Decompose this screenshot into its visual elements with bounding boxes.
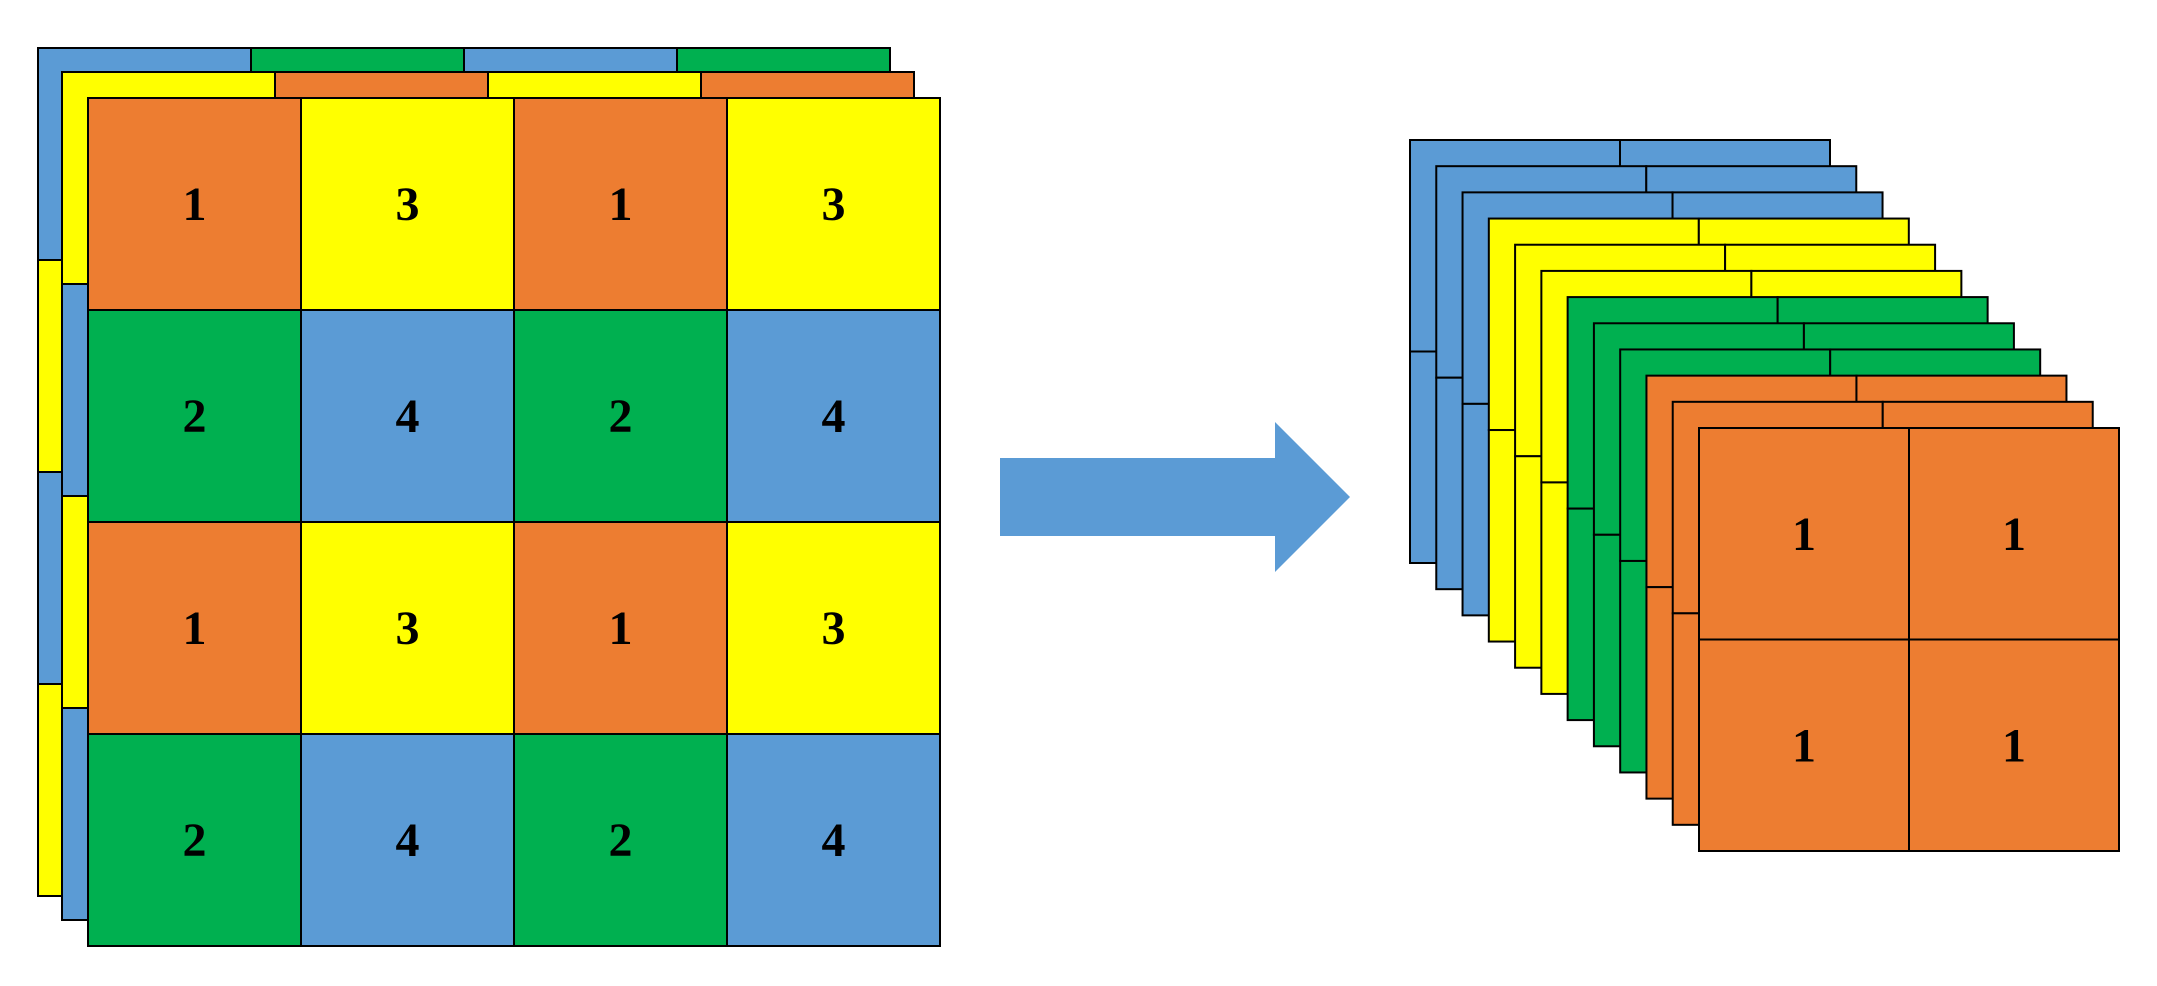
input-feature-map-stack: 1 3 1 3 2 4 2 4 1 3 1 3 2 4 2 4	[37, 47, 941, 947]
output-cell-label: 1	[2002, 719, 2026, 772]
output-channel-stack: 1 1 1 1	[1409, 139, 2120, 852]
input-cell	[726, 97, 941, 311]
output-cell	[1908, 427, 2120, 641]
input-cell-label: 3	[396, 602, 420, 655]
output-cell-label: 1	[2002, 508, 2026, 561]
input-cell-label: 1	[183, 602, 207, 655]
input-cell-label: 2	[609, 814, 633, 867]
input-cell	[300, 521, 515, 735]
arrow-shape	[1000, 422, 1350, 572]
output-front-channel: 1 1 1 1	[1698, 427, 2120, 852]
input-cell-label: 2	[609, 390, 633, 443]
input-cell	[300, 309, 515, 523]
input-cell-label: 4	[822, 390, 846, 443]
input-cell-label: 4	[396, 390, 420, 443]
input-grid-front-layer: 1 3 1 3 2 4 2 4 1 3 1 3 2 4 2 4	[87, 97, 941, 947]
input-cell	[726, 521, 941, 735]
input-cell-label: 3	[822, 178, 846, 231]
right-arrow	[1000, 422, 1350, 572]
input-cell-label: 1	[609, 602, 633, 655]
output-cell	[1908, 638, 2120, 852]
input-cell	[87, 309, 302, 523]
input-cell	[513, 521, 728, 735]
input-cell	[87, 733, 302, 947]
output-cell-label: 1	[1792, 719, 1816, 772]
input-cell	[513, 97, 728, 311]
input-cell-label: 3	[822, 602, 846, 655]
output-cell	[1698, 638, 1910, 852]
input-cell	[726, 309, 941, 523]
input-cell-label: 4	[822, 814, 846, 867]
input-cell	[300, 733, 515, 947]
input-cell	[513, 309, 728, 523]
input-cell-label: 2	[183, 814, 207, 867]
input-cell-label: 1	[183, 178, 207, 231]
output-cell-label: 1	[1792, 508, 1816, 561]
input-cell-label: 4	[396, 814, 420, 867]
input-cell-label: 2	[183, 390, 207, 443]
input-cell-label: 1	[609, 178, 633, 231]
input-cell	[513, 733, 728, 947]
input-cell	[726, 733, 941, 947]
input-cell-label: 3	[396, 178, 420, 231]
